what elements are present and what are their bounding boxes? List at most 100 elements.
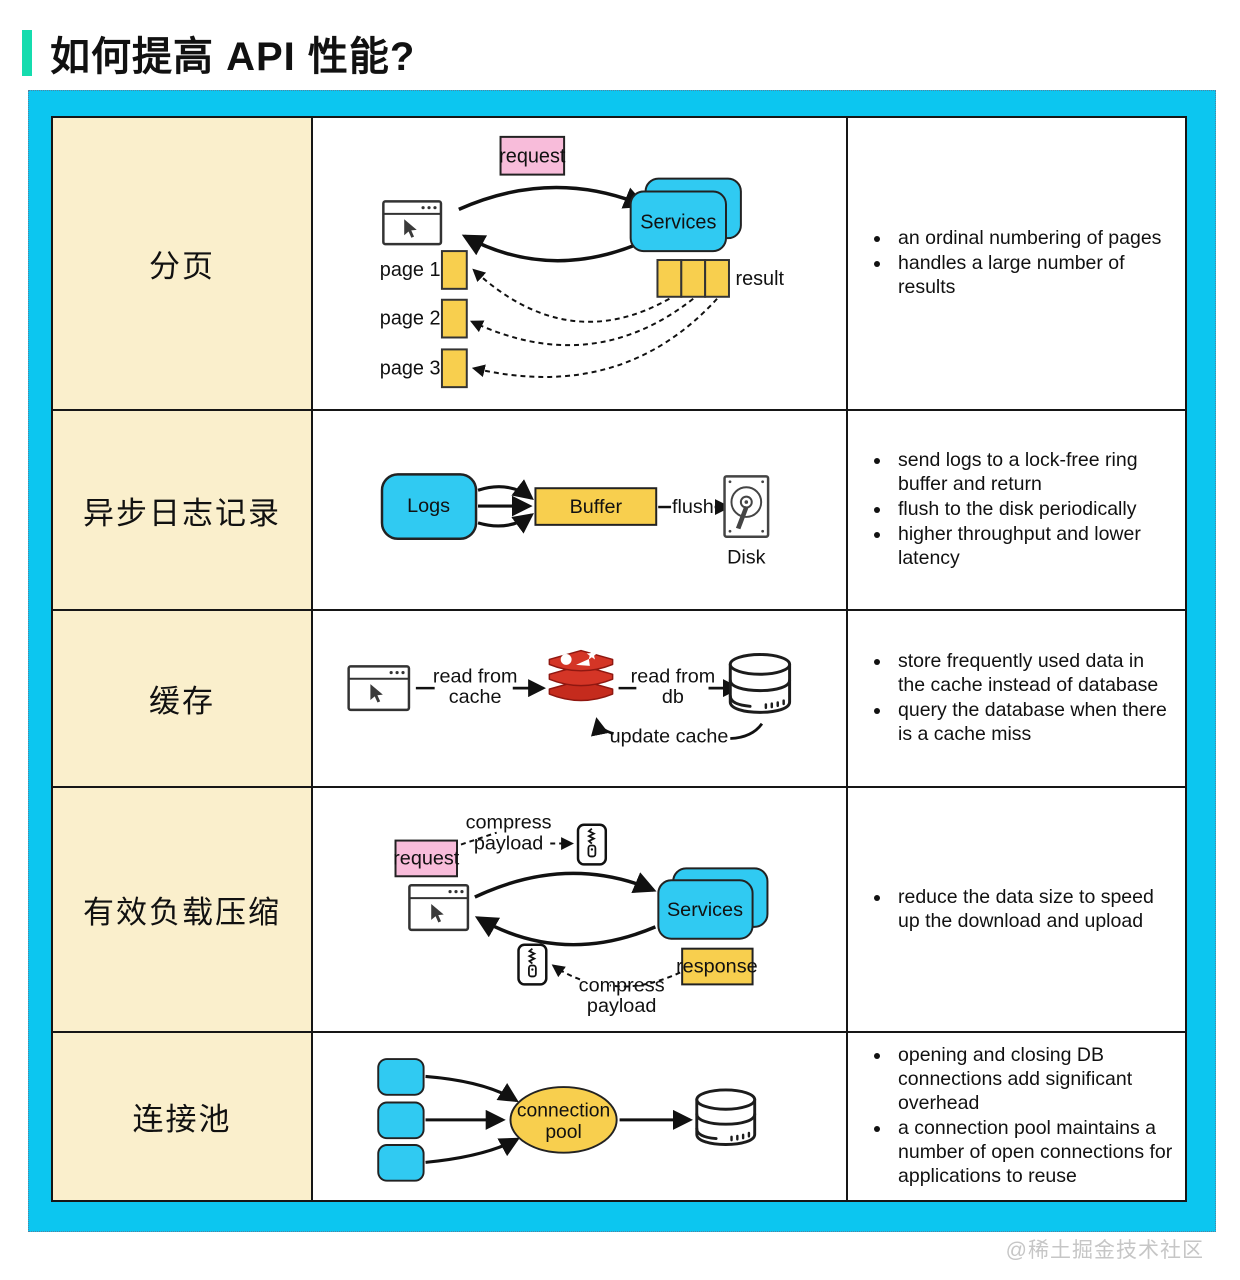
browser-icon (408, 883, 470, 932)
database-icon (695, 1088, 757, 1146)
svg-text:compress: compress (466, 812, 552, 834)
request-label: request (499, 146, 566, 168)
note: opening and closing DB connections add s… (892, 1044, 1173, 1116)
caching-diagram-svg: read from cache read from db (347, 649, 792, 748)
update-cache: update cache (590, 717, 764, 748)
page-title: 如何提高 API 性能? (50, 35, 416, 79)
pagination-diagram: request Services result (313, 118, 848, 411)
row-label-connection-pool: 连接池 (53, 1033, 313, 1200)
update-cache-label: update cache (610, 726, 729, 748)
flush-label: flush (672, 496, 714, 518)
response-to-zip-dash (609, 971, 681, 988)
svg-text:payload: payload (587, 995, 656, 1017)
result-label: result (735, 268, 784, 290)
async-logging-notes: send logs to a lock-free ring buffer and… (848, 411, 1185, 611)
result-cells: result (656, 259, 785, 298)
zip-icon (576, 823, 608, 866)
flush-arrow: flush (658, 496, 731, 518)
disk-label: Disk (727, 547, 766, 569)
request-label: request (393, 847, 460, 869)
connection-pool-ellipse: connection pool (509, 1086, 618, 1154)
redis-icon (548, 649, 614, 702)
services-label: Services (640, 211, 716, 233)
row-label-pagination: 分页 (53, 118, 313, 411)
note: flush to the disk periodically (892, 498, 1173, 522)
svg-text:read from: read from (631, 665, 716, 687)
caching-notes: store frequently used data in the cache … (848, 611, 1185, 788)
zip-arrow-bottom (551, 964, 581, 981)
payload-compression-notes: reduce the data size to speed up the dow… (848, 788, 1185, 1033)
note: reduce the data size to speed up the dow… (892, 886, 1173, 934)
payload-compression-diagram: compress payload request (313, 788, 848, 1033)
note: send logs to a lock-free ring buffer and… (892, 449, 1173, 497)
page-header: 如何提高 API 性能? (22, 24, 415, 82)
logs-label: Logs (407, 495, 450, 517)
page-boxes: page 1 page 2 page 3 (380, 250, 468, 389)
svg-text:compress: compress (579, 974, 665, 996)
services-icon: Services (657, 867, 769, 940)
request-to-zip-dash (460, 831, 497, 846)
services-icon: Services (629, 177, 742, 253)
svg-text:cache: cache (449, 686, 502, 708)
title-accent-bar (22, 30, 32, 76)
request-arrow (458, 185, 647, 211)
app-boxes (377, 1058, 425, 1182)
note: store frequently used data in the cache … (892, 650, 1173, 698)
zip-icon (517, 943, 548, 986)
response-arrow (461, 234, 639, 263)
notes-list: store frequently used data in the cache … (848, 649, 1185, 748)
compress-payload-top-label: compress payload (466, 812, 552, 855)
services-label: Services (667, 899, 743, 921)
pagination-diagram-svg: request Services result (380, 135, 785, 389)
logs-box: Logs (380, 473, 478, 540)
compress-payload-bottom-label: compress payload (579, 974, 665, 1017)
request-arrow (474, 871, 657, 899)
row-label-caching: 缓存 (53, 611, 313, 788)
watermark: @稀土掘金技术社区 (1005, 1239, 1204, 1262)
pool-label-line2: pool (545, 1122, 581, 1143)
buffer-label: Buffer (570, 496, 623, 518)
page3-label: page 3 (380, 357, 441, 379)
api-performance-table: 分页 request Services (51, 116, 1187, 1202)
apps-to-pool-arrows (425, 1074, 520, 1164)
svg-text:payload: payload (474, 833, 543, 855)
pool-label-line1: connection (517, 1101, 610, 1122)
connection-pool-diagram: connection pool (313, 1033, 848, 1200)
async-logging-diagram: Logs Buffer flush (313, 411, 848, 611)
notes-list: an ordinal numbering of pages handles a … (848, 226, 1185, 301)
disk-icon (723, 475, 770, 538)
connection-pool-notes: opening and closing DB connections add s… (848, 1033, 1185, 1200)
response-label: response (676, 956, 758, 978)
svg-text:read from: read from (433, 665, 518, 687)
note: handles a large number of results (892, 252, 1173, 300)
svg-text:db: db (662, 686, 684, 708)
page1-label: page 1 (380, 259, 441, 281)
response-arrow (474, 916, 657, 947)
row-label-payload-compression: 有效负载压缩 (53, 788, 313, 1033)
buffer-box: Buffer (534, 487, 658, 526)
result-to-page-arrows (469, 268, 718, 378)
note: higher throughput and lower latency (892, 523, 1173, 571)
browser-icon (382, 200, 443, 246)
response-box: response (676, 947, 758, 986)
page2-label: page 2 (380, 308, 441, 330)
connection-pool-diagram-svg: connection pool (377, 1058, 757, 1182)
database-icon (728, 653, 792, 714)
request-box: request (499, 135, 566, 176)
note: a connection pool maintains a number of … (892, 1117, 1173, 1189)
row-label-async-logging: 异步日志记录 (53, 411, 313, 611)
note: an ordinal numbering of pages (892, 227, 1173, 251)
content-frame: 分页 request Services (28, 90, 1216, 1232)
logs-to-buffer-arrows (477, 479, 534, 534)
notes-list: send logs to a lock-free ring buffer and… (848, 448, 1185, 572)
notes-list: opening and closing DB connections add s… (848, 1043, 1185, 1190)
request-box: request (393, 839, 460, 878)
caching-diagram: read from cache read from db (313, 611, 848, 788)
browser-icon (347, 665, 411, 712)
read-from-cache-label: read from cache (433, 665, 518, 708)
read-from-db-label: read from db (631, 665, 716, 708)
pagination-notes: an ordinal numbering of pages handles a … (848, 118, 1185, 411)
async-logging-diagram-svg: Logs Buffer flush (380, 473, 770, 569)
notes-list: reduce the data size to speed up the dow… (848, 885, 1185, 935)
note: query the database when there is a cache… (892, 699, 1173, 747)
